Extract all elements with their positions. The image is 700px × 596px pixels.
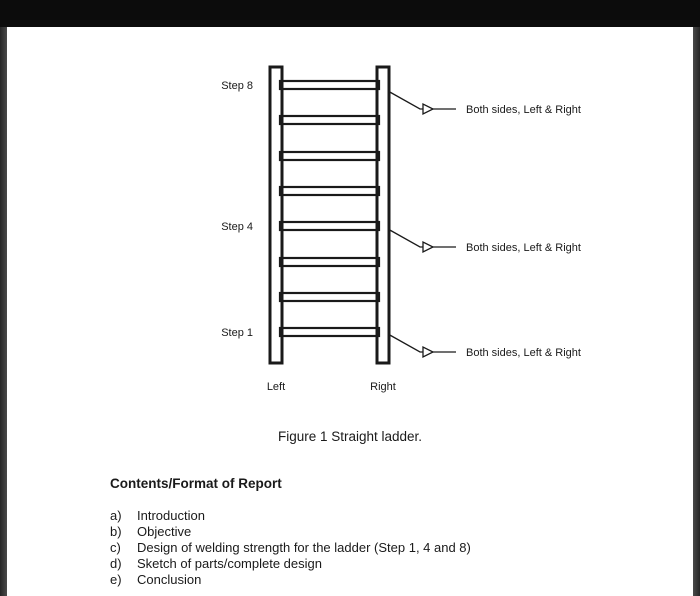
weld-callout-middle: Both sides, Left & Right bbox=[466, 242, 581, 254]
scan-edge-left bbox=[0, 27, 7, 596]
weld-callout-top: Both sides, Left & Right bbox=[466, 104, 581, 116]
list-item-text: Conclusion bbox=[137, 572, 202, 587]
ladder-rungs bbox=[278, 79, 381, 338]
arrowhead-icon bbox=[422, 345, 435, 359]
rung-step-3 bbox=[278, 256, 381, 268]
ladder-diagram: Step 8 Step 4 Step 1 Left Right Both sid… bbox=[221, 65, 581, 393]
rung-step-7 bbox=[278, 114, 381, 126]
weld-leader-bottom bbox=[387, 333, 456, 353]
list-item-letter: e) bbox=[110, 572, 122, 587]
list-item: a) Introduction bbox=[110, 508, 471, 524]
scan-edge-right bbox=[693, 27, 700, 596]
rung-step-5 bbox=[278, 185, 381, 197]
report-contents-list: a) Introduction b) Objective c) Design o… bbox=[110, 508, 471, 588]
step-4-label: Step 4 bbox=[221, 221, 253, 233]
weld-leader-middle bbox=[387, 228, 456, 248]
list-item-text: Objective bbox=[137, 524, 192, 539]
weld-leader-top bbox=[387, 90, 456, 110]
rung-step-1 bbox=[278, 326, 381, 338]
left-rail bbox=[268, 65, 284, 365]
list-item-text: Introduction bbox=[137, 508, 205, 523]
rung-step-2 bbox=[278, 291, 381, 303]
list-item: d) Sketch of parts/complete design bbox=[110, 556, 471, 572]
rung-step-4 bbox=[278, 220, 381, 232]
list-item: e) Conclusion bbox=[110, 572, 471, 588]
arrowhead-icon bbox=[422, 102, 435, 116]
list-item: c) Design of welding strength for the la… bbox=[110, 540, 471, 556]
list-item-text: Sketch of parts/complete design bbox=[137, 556, 322, 571]
right-rail-label: Right bbox=[370, 381, 396, 393]
report-heading: Contents/Format of Report bbox=[110, 476, 282, 491]
arrowhead-icon bbox=[422, 240, 435, 254]
list-item: b) Objective bbox=[110, 524, 471, 540]
figure-caption: Figure 1 Straight ladder. bbox=[277, 429, 423, 444]
step-8-label: Step 8 bbox=[221, 80, 253, 92]
scan-edge-top bbox=[0, 0, 700, 27]
rung-step-6 bbox=[278, 150, 381, 162]
weld-callout-bottom: Both sides, Left & Right bbox=[466, 347, 581, 359]
list-item-letter: d) bbox=[110, 556, 122, 571]
left-rail-label: Left bbox=[267, 381, 285, 393]
list-item-letter: a) bbox=[110, 508, 122, 523]
list-item-letter: c) bbox=[110, 540, 121, 555]
list-item-text: Design of welding strength for the ladde… bbox=[137, 540, 471, 555]
rung-step-8 bbox=[278, 79, 381, 91]
step-1-label: Step 1 bbox=[221, 327, 253, 339]
list-item-letter: b) bbox=[110, 524, 122, 539]
right-rail bbox=[375, 65, 391, 365]
